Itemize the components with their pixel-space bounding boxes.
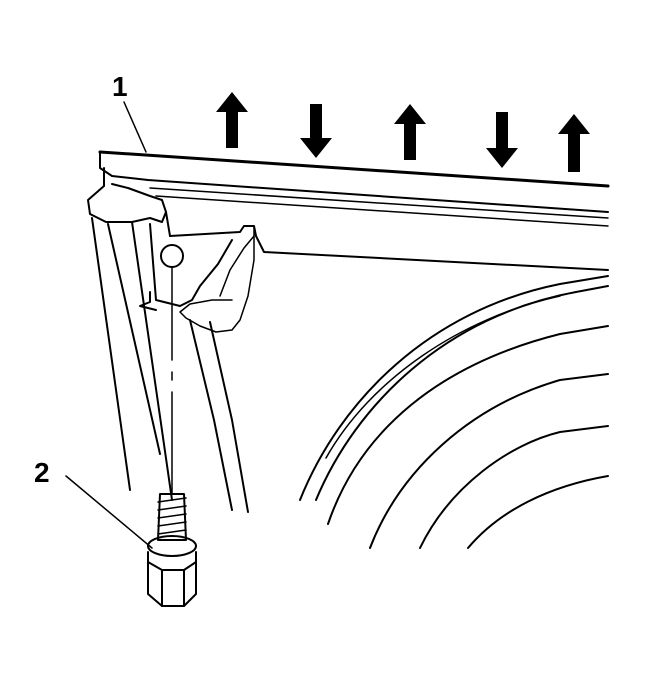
up-arrow xyxy=(558,114,590,172)
bolt-flange xyxy=(147,535,197,557)
down-arrow xyxy=(486,112,518,168)
down-arrow xyxy=(300,104,332,158)
callout-1-leader xyxy=(123,101,147,153)
callout-2-label: 2 xyxy=(34,457,50,488)
up-arrow xyxy=(216,92,248,148)
weatherstrip xyxy=(87,150,610,237)
bolt-hole xyxy=(160,244,184,268)
up-arrow xyxy=(394,104,426,160)
callout-1-label: 1 xyxy=(112,71,128,102)
bolt xyxy=(147,493,197,607)
door-frame xyxy=(91,217,609,513)
movement-arrows xyxy=(216,92,590,172)
wheel-opening-arcs xyxy=(299,275,609,549)
callout-2-leader xyxy=(65,475,153,549)
